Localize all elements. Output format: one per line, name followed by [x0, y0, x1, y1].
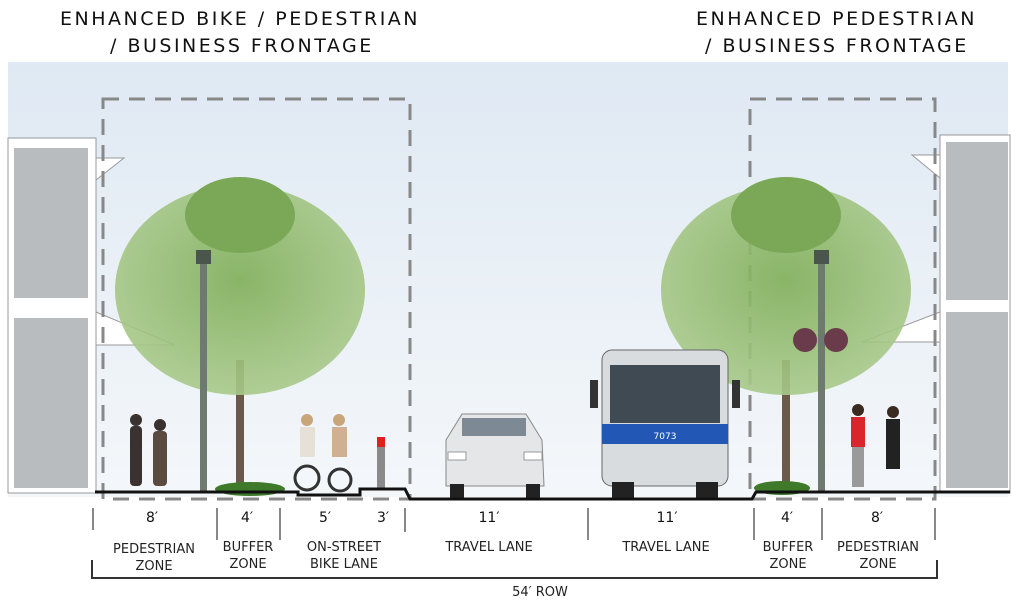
label-line: PEDESTRIAN — [113, 542, 195, 557]
label-line: ZONE — [859, 557, 897, 572]
left-frontage-outline — [101, 97, 412, 501]
right-heading-line1: ENHANCED PEDESTRIAN — [696, 8, 977, 30]
row-dimension-line — [91, 560, 938, 579]
label-line: ZONE — [135, 559, 173, 574]
bike-buffer-width: 3′ — [376, 510, 390, 526]
label-line: ZONE — [769, 557, 807, 572]
bollard — [377, 437, 385, 490]
buffer-left-label: BUFFER ZONE — [223, 539, 274, 573]
ped-zone-left-width: 8′ — [145, 510, 159, 526]
left-street-lamp — [196, 250, 211, 492]
travel-lane-2-width: 11′ — [656, 510, 678, 526]
travel-lane-1-width: 11′ — [478, 510, 500, 526]
pedestrians-right — [851, 404, 900, 487]
suv — [445, 413, 545, 498]
label-line: BIKE LANE — [310, 557, 378, 572]
cyclists — [293, 414, 353, 493]
ground-profile — [95, 487, 1010, 501]
row-label: 54′ ROW — [512, 585, 568, 600]
left-building — [7, 137, 176, 494]
travel-lane-2-label: TRAVEL LANE — [622, 540, 710, 555]
buffer-right-width: 4′ — [780, 510, 794, 526]
ped-zone-right-width: 8′ — [870, 510, 884, 526]
label-line: ON-STREET — [306, 540, 382, 555]
bus: 7073 — [590, 349, 740, 498]
label-line: ZONE — [229, 557, 267, 572]
right-heading-line2: / BUSINESS FRONTAGE — [705, 35, 969, 57]
left-heading-line1: ENHANCED BIKE / PEDESTRIAN — [60, 8, 421, 30]
right-street-lamp — [793, 250, 848, 492]
left-heading-line2: / BUSINESS FRONTAGE — [110, 35, 374, 57]
label-line: PEDESTRIAN — [837, 540, 919, 555]
pedestrians-left — [130, 414, 167, 486]
ped-zone-right-label: PEDESTRIAN ZONE — [837, 539, 919, 573]
bike-lane-label: ON-STREET BIKE LANE — [307, 539, 381, 573]
zone-dividers — [92, 508, 936, 540]
buffer-left-width: 4′ — [240, 510, 254, 526]
bike-lane-width: 5′ — [318, 510, 332, 526]
label-line: BUFFER — [762, 540, 814, 555]
shrub — [215, 482, 285, 496]
buffer-right-label: BUFFER ZONE — [763, 539, 814, 573]
bus-sign: 7073 — [654, 432, 677, 442]
label-line: BUFFER — [222, 540, 274, 555]
left-tree — [115, 177, 365, 492]
right-building — [861, 134, 1011, 494]
right-tree — [661, 177, 911, 492]
ped-zone-left-label: PEDESTRIAN ZONE — [113, 541, 195, 575]
travel-lane-1-label: TRAVEL LANE — [445, 540, 533, 555]
